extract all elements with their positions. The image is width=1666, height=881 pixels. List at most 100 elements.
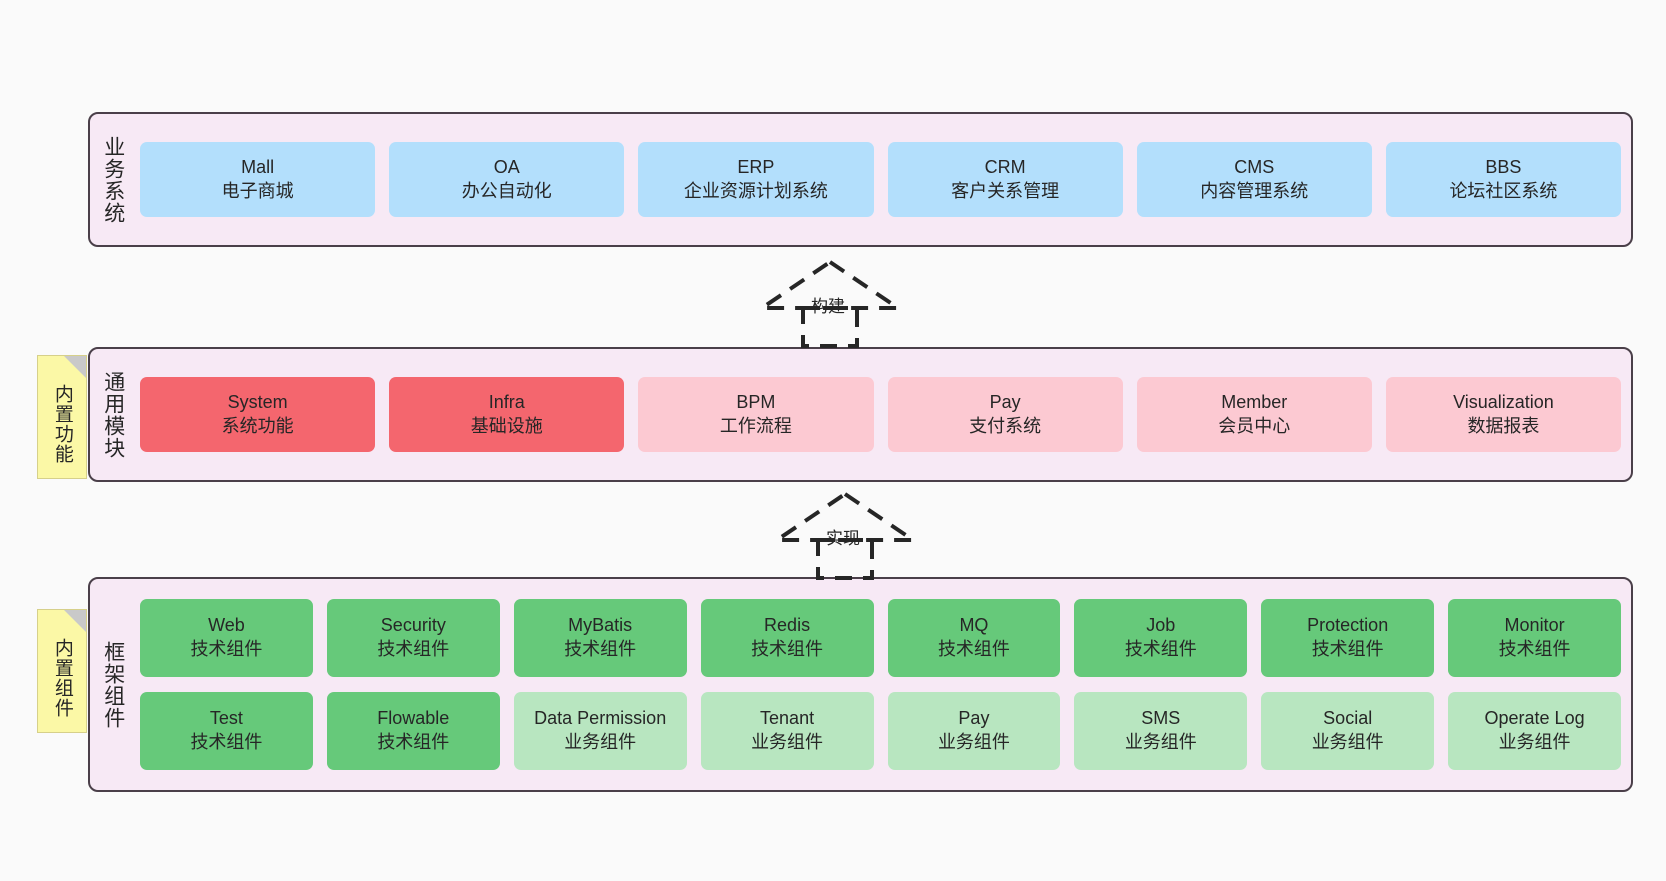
card-monitor[interactable]: Monitor 技术组件 (1448, 599, 1621, 677)
card-title: BPM (736, 391, 776, 412)
card-subtitle: 客户关系管理 (951, 180, 1060, 201)
card-data-permission[interactable]: Data Permission 业务组件 (513, 692, 687, 770)
card-pay-business[interactable]: Pay 业务组件 (887, 692, 1061, 770)
card-row: Test 技术组件 Flowable 技术组件 Data Permission … (140, 692, 1621, 770)
card-subtitle: 业务组件 (937, 732, 1010, 752)
layer-title-business-system: 业务系统 (101, 135, 125, 224)
card-subtitle: 支付系统 (969, 415, 1042, 436)
card-subtitle: 系统功能 (221, 415, 294, 436)
card-test[interactable]: Test 技术组件 (140, 692, 313, 770)
card-title: Flowable (377, 708, 450, 729)
card-title: Data Permission (534, 708, 667, 729)
card-subtitle: 技术组件 (377, 732, 450, 752)
card-title: OA (493, 156, 520, 177)
card-mybatis[interactable]: MyBatis 技术组件 (513, 599, 687, 677)
card-title: MyBatis (568, 615, 633, 636)
layer-body-common-modules: System 系统功能 Infra 基础设施 BPM 工作流程 Pay 支付系统… (136, 349, 1631, 480)
generalization-arrow-icon (770, 491, 920, 580)
card-title: Infra (488, 391, 525, 412)
card-subtitle: 技术组件 (937, 639, 1010, 659)
card-bbs[interactable]: BBS 论坛社区系统 (1385, 142, 1622, 217)
card-subtitle: 技术组件 (377, 639, 450, 659)
card-mq[interactable]: MQ 技术组件 (887, 599, 1061, 677)
note-label: 内置功能 (51, 384, 73, 464)
card-subtitle: 企业资源计划系统 (683, 180, 828, 201)
generalization-arrow-icon (755, 259, 905, 348)
card-title: MQ (959, 615, 989, 636)
card-subtitle: 基础设施 (470, 415, 543, 436)
card-operate-log[interactable]: Operate Log 业务组件 (1448, 692, 1621, 770)
card-title: Pay (989, 391, 1021, 412)
card-row: System 系统功能 Infra 基础设施 BPM 工作流程 Pay 支付系统… (140, 377, 1622, 452)
card-mall[interactable]: Mall 电子商城 (140, 142, 376, 217)
card-visualization[interactable]: Visualization 数据报表 (1385, 377, 1622, 452)
card-title: Tenant (760, 708, 815, 729)
card-cms[interactable]: CMS 内容管理系统 (1136, 142, 1372, 217)
card-title: Protection (1307, 615, 1389, 636)
card-title: CMS (1234, 156, 1275, 177)
layer-body-business-system: Mall 电子商城 OA 办公自动化 ERP 企业资源计划系统 CRM 客户关系… (136, 114, 1631, 245)
connector-implement: 实现 (770, 490, 920, 580)
card-subtitle: 技术组件 (190, 639, 263, 659)
card-title: BBS (1485, 156, 1522, 177)
card-protection[interactable]: Protection 技术组件 (1261, 599, 1435, 677)
note-builtin-function: 内置功能 (37, 355, 87, 479)
card-oa[interactable]: OA 办公自动化 (389, 142, 625, 217)
card-title: Monitor (1504, 615, 1565, 636)
connector-label-implement: 实现 (826, 529, 860, 548)
card-row: Web 技术组件 Security 技术组件 MyBatis 技术组件 Redi… (140, 599, 1621, 677)
card-subtitle: 技术组件 (1498, 639, 1571, 659)
card-title: Operate Log (1484, 708, 1585, 729)
card-subtitle: 业务组件 (564, 732, 637, 752)
card-crm[interactable]: CRM 客户关系管理 (887, 142, 1123, 217)
layer-title-framework-components: 框架组件 (101, 640, 125, 729)
card-subtitle: 工作流程 (719, 415, 792, 436)
card-title: Social (1323, 708, 1373, 729)
card-row: Mall 电子商城 OA 办公自动化 ERP 企业资源计划系统 CRM 客户关系… (140, 142, 1622, 217)
card-subtitle: 技术组件 (1311, 639, 1384, 659)
card-subtitle: 业务组件 (1124, 732, 1197, 752)
card-title: Mall (241, 156, 275, 177)
card-title: Job (1146, 615, 1176, 636)
card-member[interactable]: Member 会员中心 (1136, 377, 1372, 452)
layer-common-modules: 通用模块 System 系统功能 Infra 基础设施 BPM 工作流程 Pay… (88, 347, 1633, 482)
layer-framework-components: 框架组件 Web 技术组件 Security 技术组件 MyBatis 技术组件… (88, 577, 1633, 792)
card-web[interactable]: Web 技术组件 (140, 599, 313, 677)
card-infra[interactable]: Infra 基础设施 (389, 377, 625, 452)
layer-title-common-modules: 通用模块 (101, 370, 125, 459)
layer-body-framework-components: Web 技术组件 Security 技术组件 MyBatis 技术组件 Redi… (136, 579, 1631, 790)
card-security[interactable]: Security 技术组件 (326, 599, 500, 677)
card-title: Security (380, 615, 446, 636)
card-job[interactable]: Job 技术组件 (1074, 599, 1248, 677)
card-flowable[interactable]: Flowable 技术组件 (326, 692, 500, 770)
card-subtitle: 论坛社区系统 (1449, 180, 1558, 201)
card-system[interactable]: System 系统功能 (140, 377, 376, 452)
card-subtitle: 技术组件 (564, 639, 637, 659)
card-subtitle: 办公自动化 (461, 180, 552, 201)
card-subtitle: 会员中心 (1218, 415, 1291, 436)
card-title: SMS (1141, 708, 1181, 729)
card-title: Member (1221, 391, 1288, 412)
card-subtitle: 数据报表 (1467, 415, 1540, 436)
card-subtitle: 业务组件 (1498, 732, 1571, 752)
note-builtin-component: 内置组件 (37, 609, 87, 733)
connector-build: 构建 (755, 258, 905, 348)
card-title: Redis (764, 615, 811, 636)
card-redis[interactable]: Redis 技术组件 (700, 599, 874, 677)
card-subtitle: 内容管理系统 (1200, 180, 1309, 201)
card-erp[interactable]: ERP 企业资源计划系统 (638, 142, 874, 217)
card-title: ERP (737, 156, 775, 177)
card-sms[interactable]: SMS 业务组件 (1074, 692, 1248, 770)
card-subtitle: 技术组件 (190, 732, 263, 752)
card-subtitle: 技术组件 (751, 639, 824, 659)
card-subtitle: 电子商城 (221, 180, 294, 201)
card-title: Test (209, 708, 243, 729)
card-subtitle: 业务组件 (751, 732, 824, 752)
card-social[interactable]: Social 业务组件 (1261, 692, 1435, 770)
card-bpm[interactable]: BPM 工作流程 (638, 377, 874, 452)
card-pay[interactable]: Pay 支付系统 (887, 377, 1123, 452)
card-title: Web (208, 615, 245, 636)
card-title: Visualization (1453, 391, 1554, 412)
card-title: System (227, 391, 288, 412)
card-tenant[interactable]: Tenant 业务组件 (700, 692, 874, 770)
